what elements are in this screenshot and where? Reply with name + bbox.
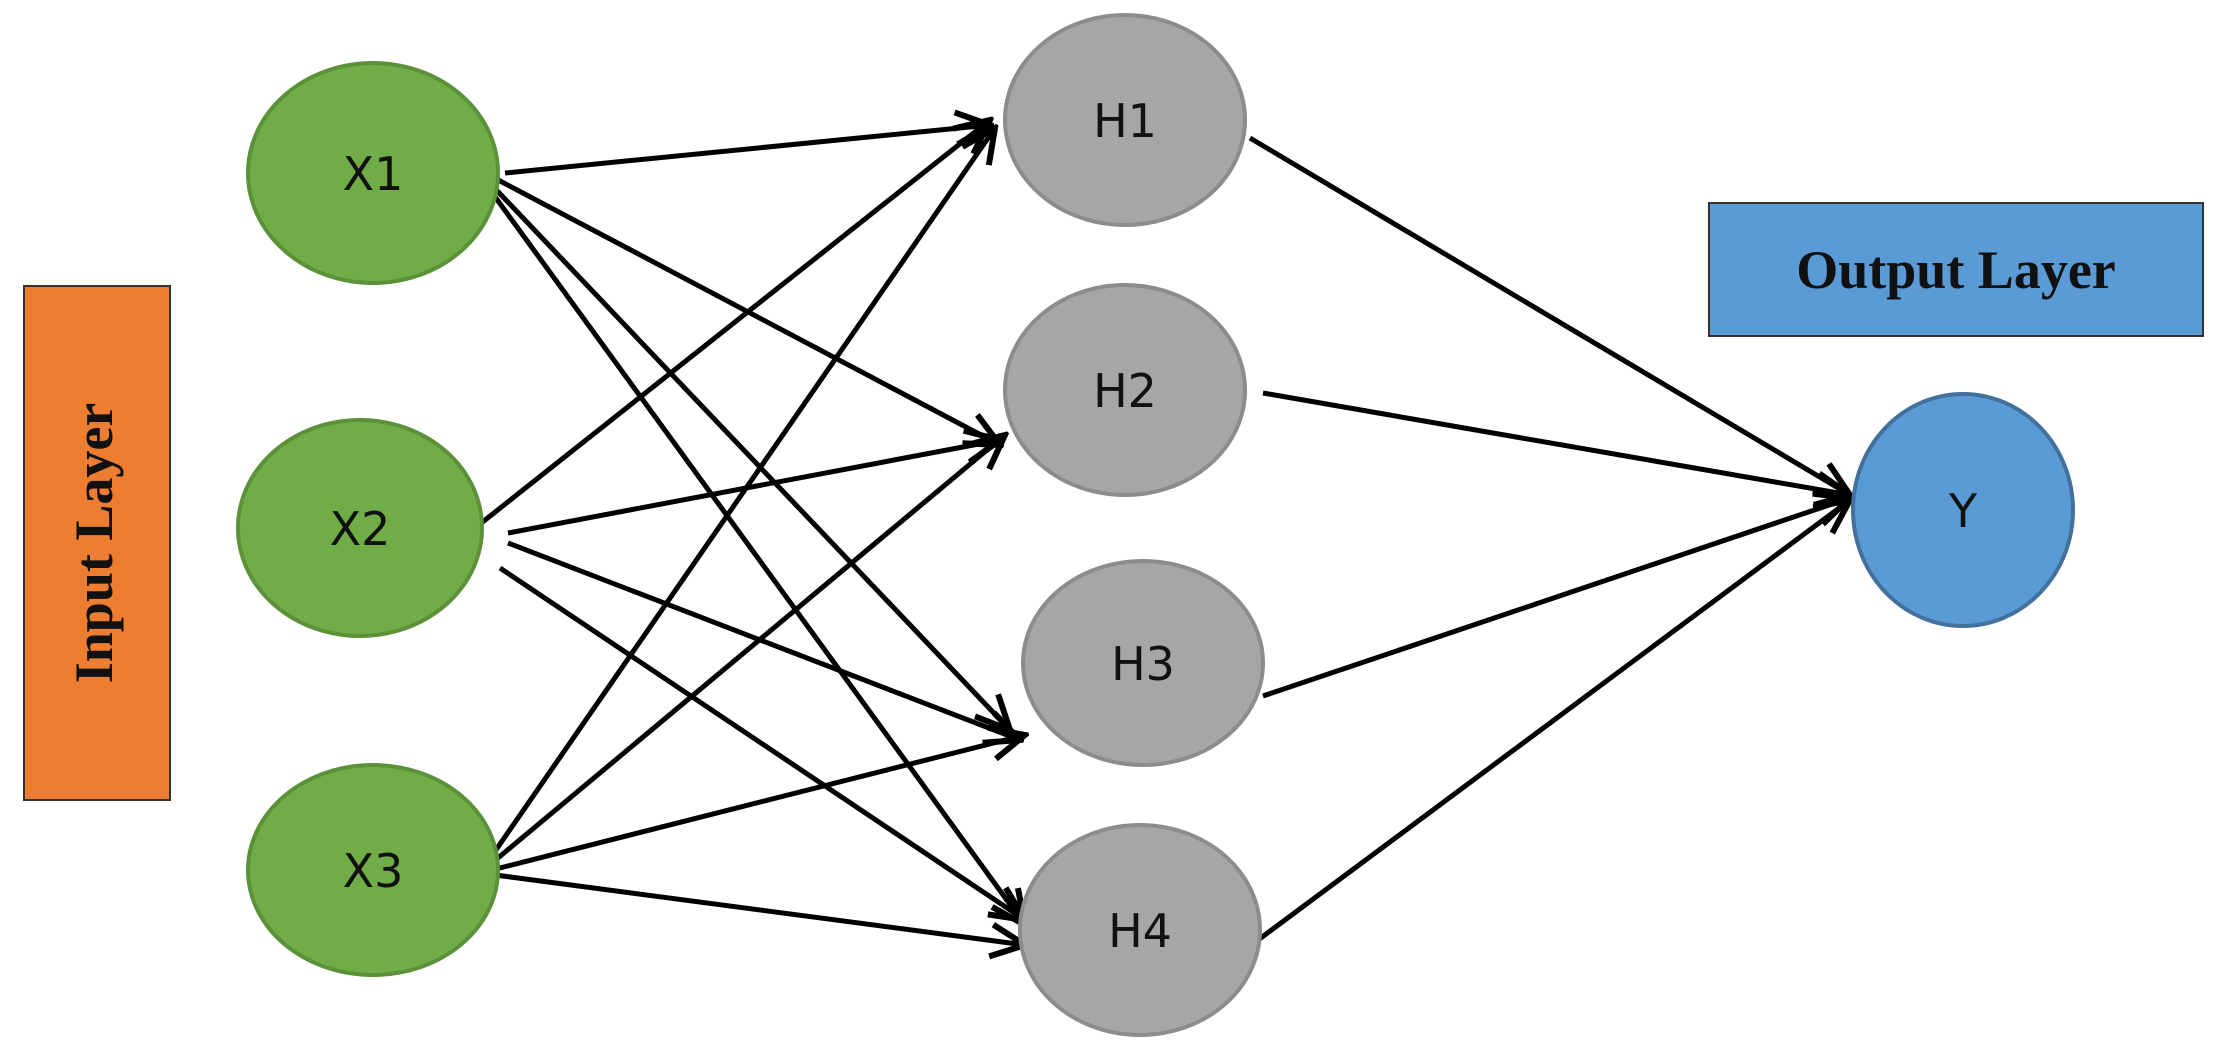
hidden-node-h2-shape xyxy=(1003,283,1247,497)
output-node-y-label: Y xyxy=(1948,484,1978,538)
edge-x3-h3 xyxy=(479,735,1025,876)
edges-input-hidden xyxy=(473,120,1025,945)
input-node-x2: X2 xyxy=(236,418,484,638)
output-node-y: Y xyxy=(1851,392,2075,628)
output-node-y-shape xyxy=(1851,392,2075,628)
output-layer-label: Output Layer xyxy=(1796,240,2116,300)
edge-h4-y xyxy=(1248,500,1850,949)
hidden-node-h4: H4 xyxy=(1018,823,1262,1037)
edge-h2-y xyxy=(1262,390,1850,495)
input-layer-box: Input Layer xyxy=(23,285,171,801)
input-node-x1-shape xyxy=(246,61,500,285)
edge-h3-y xyxy=(1262,498,1850,699)
edge-x1-h3 xyxy=(483,176,1010,730)
edge-x2-h4 xyxy=(498,565,1025,920)
input-node-x2-shape xyxy=(236,418,484,638)
hidden-node-h1-label: H1 xyxy=(1093,94,1157,148)
input-layer-box-bg xyxy=(23,285,171,801)
input-node-x1-label: X1 xyxy=(343,147,404,201)
input-node-x3-shape xyxy=(246,763,500,977)
edges-hidden-output xyxy=(1248,135,1850,949)
output-layer-box-bg xyxy=(1708,202,2204,337)
input-node-x3-label: X3 xyxy=(343,844,404,898)
edge-x1-h2 xyxy=(483,170,1000,445)
edge-x3-h1 xyxy=(477,128,995,875)
input-node-x1: X1 xyxy=(246,61,500,285)
hidden-node-h3: H3 xyxy=(1021,559,1265,767)
output-layer-box: Output Layer xyxy=(1708,202,2204,337)
hidden-node-h4-label: H4 xyxy=(1108,904,1172,958)
input-node-x2-label: X2 xyxy=(330,502,391,556)
edge-x2-h3 xyxy=(507,540,1020,740)
hidden-node-h4-shape xyxy=(1018,823,1262,1037)
hidden-node-h3-label: H3 xyxy=(1111,637,1175,691)
edge-x3-h2 xyxy=(478,435,1005,875)
hidden-node-h3-shape xyxy=(1021,559,1265,767)
edge-x1-h4 xyxy=(482,181,1025,925)
edge-x2-h1 xyxy=(473,120,990,530)
hidden-node-h1-shape xyxy=(1003,13,1247,227)
hidden-node-h2-label: H2 xyxy=(1093,364,1157,418)
edge-x1-h1 xyxy=(504,125,990,176)
edge-x3-h4 xyxy=(479,870,1025,945)
edge-h1-y xyxy=(1248,135,1850,495)
input-node-x3: X3 xyxy=(246,763,500,977)
hidden-node-h2: H2 xyxy=(1003,283,1247,497)
edge-x2-h2 xyxy=(507,440,1000,536)
hidden-node-h1: H1 xyxy=(1003,13,1247,227)
input-layer-label: Input Layer xyxy=(64,403,124,684)
